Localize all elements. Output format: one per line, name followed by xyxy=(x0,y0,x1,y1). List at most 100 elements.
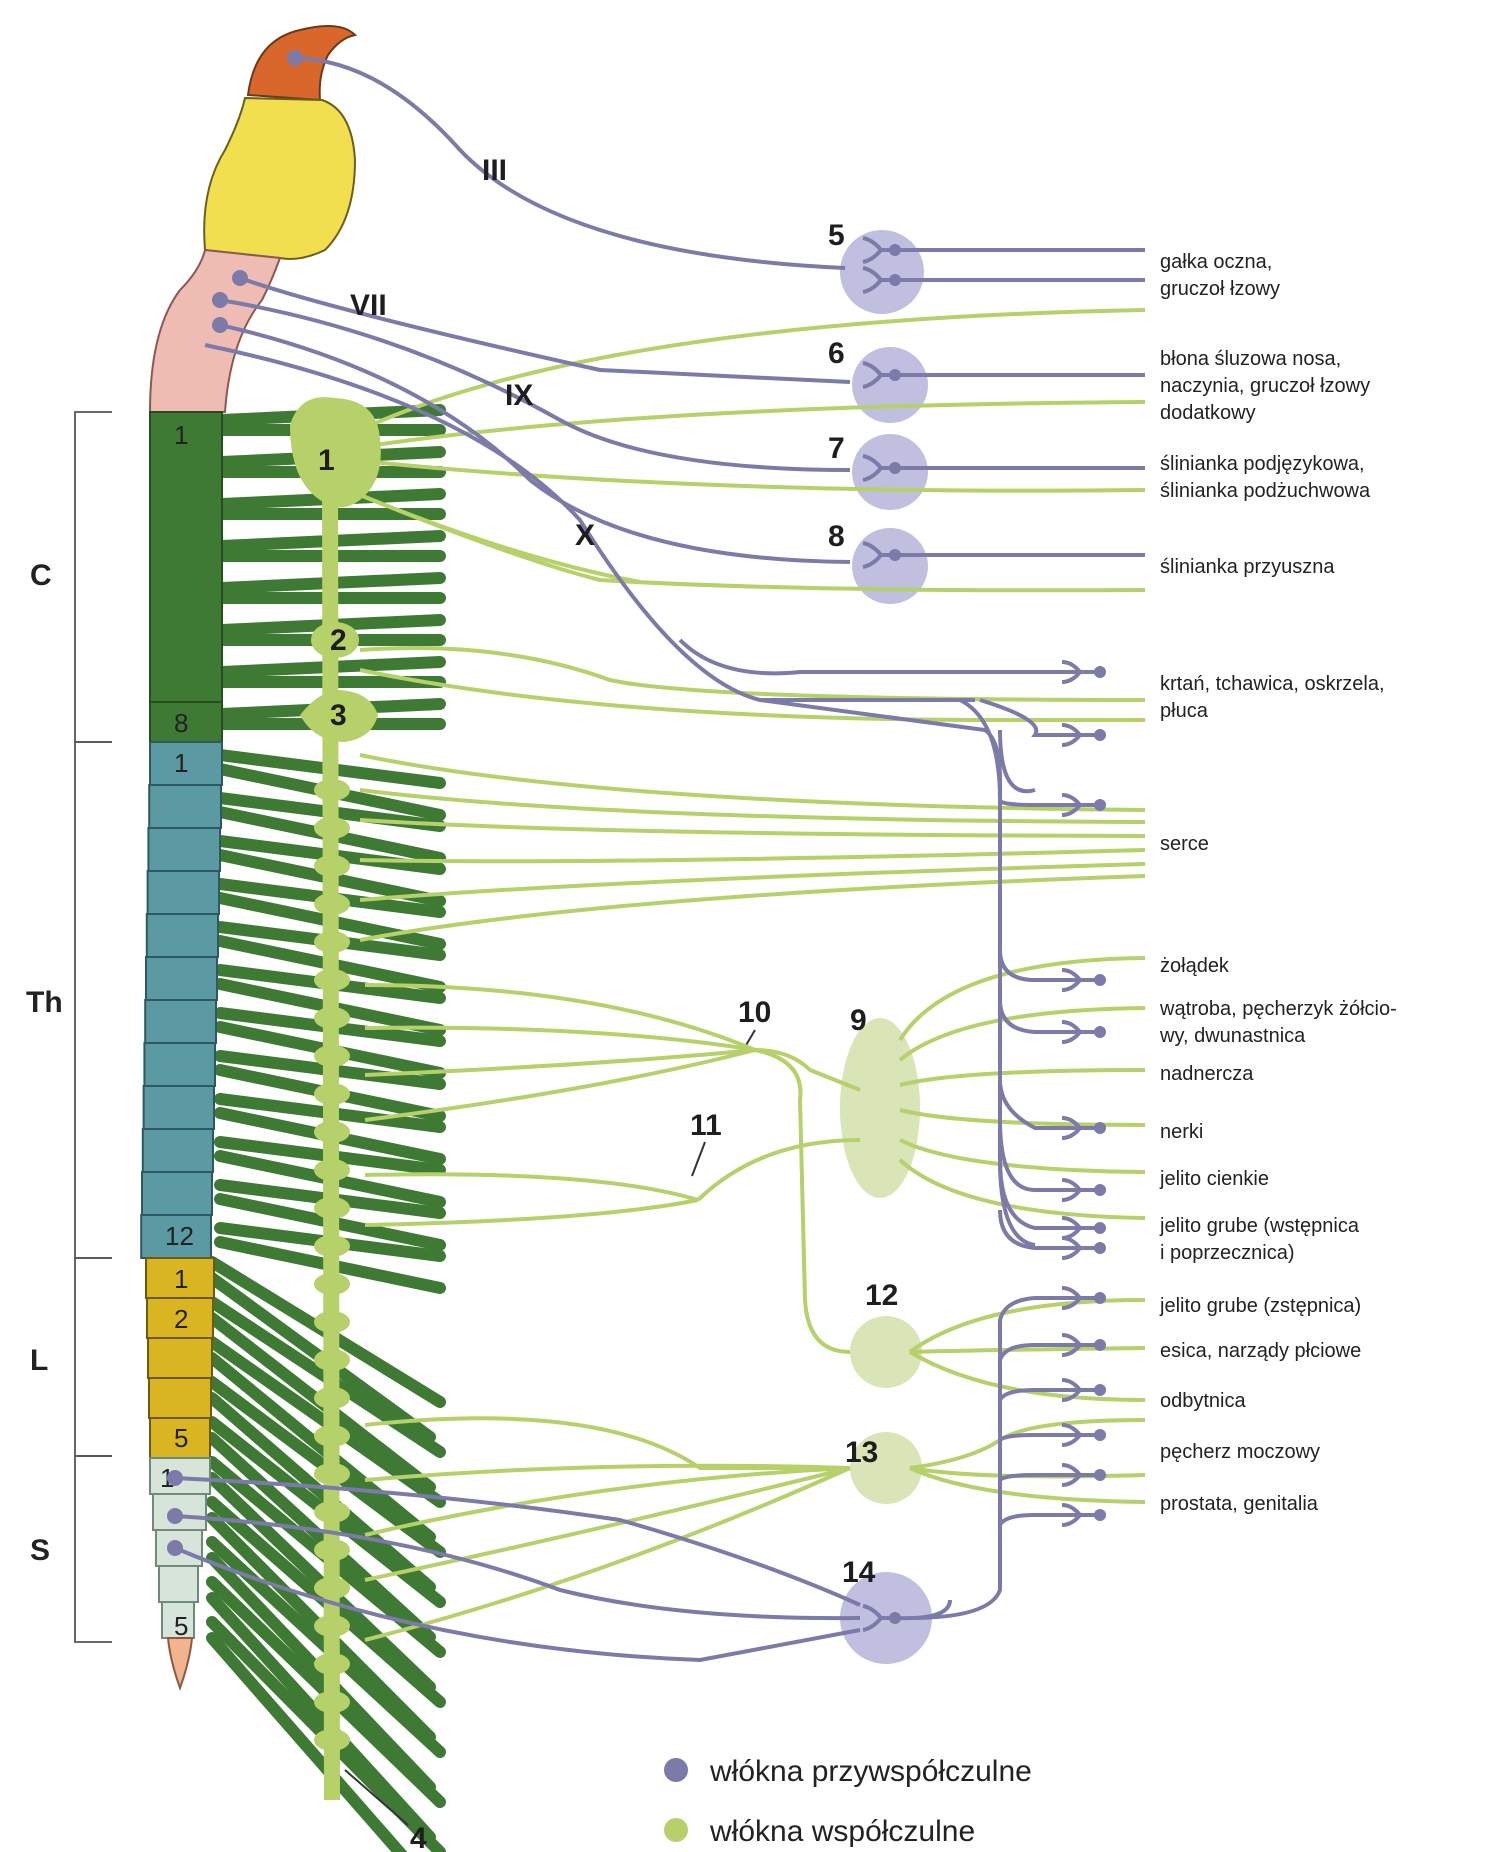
sacral-segment xyxy=(161,1601,195,1639)
chain-ganglion xyxy=(314,1425,350,1447)
organ-nose-line3: dodatkowy xyxy=(1160,402,1256,424)
lumbosacral-nerve xyxy=(206,1632,408,1852)
organ-small-intestine: jelito cienkie xyxy=(1159,1168,1269,1190)
lumbosacral-nerve xyxy=(206,1392,436,1593)
sympathetic-fibers xyxy=(359,308,1146,1642)
synapse-dot xyxy=(1094,1184,1106,1196)
chain-ganglion xyxy=(314,1691,350,1713)
organ-adrenal: nadnercza xyxy=(1160,1063,1254,1085)
chain-ganglion xyxy=(314,1349,350,1371)
organ-large-intestine-line1: jelito grube (wstępnica xyxy=(1159,1215,1360,1237)
chain-ganglion xyxy=(314,817,350,839)
thoracic-segment xyxy=(142,1085,216,1130)
organ-rectum: odbytnica xyxy=(1160,1390,1246,1412)
ganglion-label-14: 14 xyxy=(842,1556,876,1589)
cranial-nerve-iii: III xyxy=(482,154,507,187)
cranial-nerve-ix: IX xyxy=(505,379,533,412)
chain-ganglion xyxy=(314,1273,350,1295)
chain-ganglion xyxy=(314,1729,350,1751)
chain-ganglion xyxy=(314,931,350,953)
ganglion-fork xyxy=(862,236,895,264)
chain-ganglion xyxy=(314,1463,350,1485)
ganglion-fork xyxy=(862,361,895,389)
lumbar-segment xyxy=(148,1377,212,1419)
segment-s5: 5 xyxy=(174,1611,188,1641)
segment-th12: 12 xyxy=(165,1221,194,1251)
chain-ganglion xyxy=(314,1311,350,1333)
thoracic-segment xyxy=(143,1042,216,1087)
lumbar-segment xyxy=(145,1257,215,1299)
chain-ganglion xyxy=(314,1235,350,1257)
thoracic-segment xyxy=(141,1128,214,1173)
ganglion-label-10: 10 xyxy=(738,996,771,1029)
organ-sublingual-line2: ślinianka podżuchwowa xyxy=(1160,480,1371,502)
region-l-label: L xyxy=(30,1344,48,1377)
celiac-ganglion xyxy=(840,1018,920,1198)
ganglion-label-8: 8 xyxy=(828,520,845,553)
lumbosacral-nerve xyxy=(206,1432,436,1643)
ganglion-label-4: 4 xyxy=(410,1822,427,1852)
synapse-dot xyxy=(1094,1122,1106,1134)
ganglion-label-1: 1 xyxy=(318,444,335,477)
organ-sigmoid: esica, narządy płciowe xyxy=(1160,1340,1361,1362)
organ-eye-line1: gałka oczna, xyxy=(1160,251,1272,273)
ganglion-11-pointer xyxy=(691,1141,706,1177)
ganglion-label-7: 7 xyxy=(828,432,845,465)
region-c-label: C xyxy=(30,559,52,592)
ganglion-label-12: 12 xyxy=(865,1279,898,1312)
organ-kidneys: nerki xyxy=(1160,1121,1203,1143)
lumbar-segments xyxy=(145,1257,215,1459)
synapse-dot xyxy=(1094,1384,1106,1396)
segment-l1: 1 xyxy=(174,1264,188,1294)
ganglion-label-9: 9 xyxy=(850,1004,867,1037)
organ-sublingual-line1: ślinianka podjęzykowa, xyxy=(1160,453,1365,475)
ganglion-label-3: 3 xyxy=(330,699,347,732)
synapse-dot xyxy=(1094,974,1106,986)
region-th-label: Th xyxy=(26,986,63,1019)
ganglion-fork xyxy=(862,266,895,294)
lumbar-segment xyxy=(146,1297,214,1339)
cranial-nerve-x: X xyxy=(575,519,595,552)
chain-ganglion xyxy=(314,1615,350,1637)
region-brackets xyxy=(74,411,112,1643)
parasympathetic-fibers xyxy=(174,56,1100,1663)
ganglion-label-11: 11 xyxy=(690,1109,722,1142)
submandibular-ganglion xyxy=(852,434,928,510)
ganglion-label-2: 2 xyxy=(330,624,347,657)
region-s-label: S xyxy=(30,1534,50,1567)
spinal-cord-column xyxy=(140,25,358,1691)
thoracic-segment xyxy=(144,999,217,1044)
chain-ganglion xyxy=(314,1539,350,1561)
chain-ganglion xyxy=(314,1577,350,1599)
segment-c8: 8 xyxy=(174,708,188,738)
segment-c1: 1 xyxy=(174,420,188,450)
legend-para-label: włókna przywspółczulne xyxy=(709,1755,1032,1788)
chain-ganglion xyxy=(314,969,350,991)
synapse-dot xyxy=(1094,1339,1106,1351)
segment-l5: 5 xyxy=(174,1423,188,1453)
sacral-segment xyxy=(158,1565,199,1603)
ganglion-4-pointer xyxy=(344,1769,409,1826)
thoracic-segment xyxy=(141,1171,213,1216)
parasympathetic-nuclei xyxy=(167,50,303,1556)
ganglion-label-6: 6 xyxy=(828,337,845,370)
chain-ganglion xyxy=(314,1007,350,1029)
organ-eye-line2: gruczoł łzowy xyxy=(1160,278,1280,300)
organ-lungs-line2: płuca xyxy=(1160,700,1209,722)
thoracic-segment xyxy=(145,956,218,1001)
synapse-forks xyxy=(862,236,1106,1632)
effector-lines xyxy=(894,248,1145,1621)
lumbosacral-nerve xyxy=(206,1352,436,1543)
legend-symp-label: włókna współczulne xyxy=(709,1815,975,1848)
inferior-mesenteric-ganglion xyxy=(850,1316,922,1388)
organ-lungs-line1: krtań, tchawica, oskrzela, xyxy=(1160,673,1385,695)
synapse-dot xyxy=(1094,1429,1106,1441)
chain-ganglion xyxy=(314,1121,350,1143)
coccyx xyxy=(166,1637,194,1691)
chain-ganglion xyxy=(314,1653,350,1675)
thoracic-segment xyxy=(145,913,219,958)
thoracic-segment xyxy=(149,741,223,786)
ciliary-ganglion xyxy=(840,230,924,314)
segment-th1: 1 xyxy=(174,748,188,778)
